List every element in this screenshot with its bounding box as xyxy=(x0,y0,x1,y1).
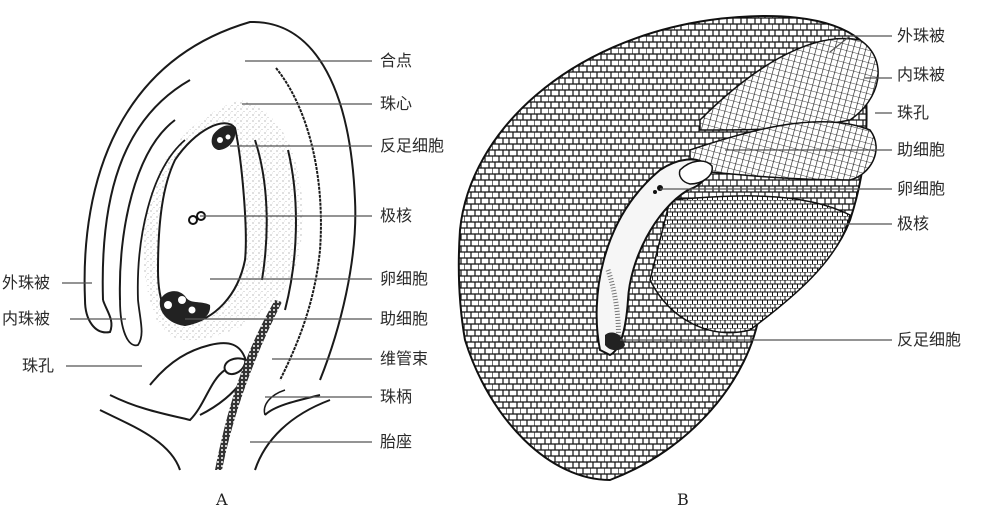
ovule-drawing-b xyxy=(457,15,892,482)
label-antipodal-cells-a: 反足细胞 xyxy=(380,136,445,155)
label-antipodal-cells-b: 反足细胞 xyxy=(897,330,962,349)
panel-letter-b: B xyxy=(677,490,689,509)
label-funiculus-a: 珠柄 xyxy=(380,387,413,406)
label-micropyle-a: 珠孔 xyxy=(22,356,55,375)
label-outer-integument-a: 外珠被 xyxy=(2,273,51,292)
ovule-drawing-a xyxy=(62,20,372,471)
label-nucellus-a: 珠心 xyxy=(380,94,413,113)
label-polar-nuclei-b: 极核 xyxy=(897,214,930,233)
label-egg-cell-a: 卵细胞 xyxy=(380,269,429,288)
label-synergids-b: 助细胞 xyxy=(897,140,946,159)
label-micropyle-b: 珠孔 xyxy=(897,103,930,122)
label-polar-nuclei-a: 极核 xyxy=(380,206,413,225)
label-inner-integument-a: 内珠被 xyxy=(2,309,51,328)
label-egg-cell-b: 卵细胞 xyxy=(897,179,946,198)
label-outer-integument-b: 外珠被 xyxy=(897,26,946,45)
panel-a-ovule-section: 合点 珠心 反足细胞 极核 卵细胞 助细胞 维管束 珠柄 胎座 外珠被 内珠被 … xyxy=(2,20,445,509)
label-synergids-a: 助细胞 xyxy=(380,309,429,328)
panel-letter-a: A xyxy=(216,490,228,509)
label-chalaza-a: 合点 xyxy=(380,51,413,70)
label-vascular-bundle-a: 维管束 xyxy=(380,349,429,368)
label-placenta-a: 胎座 xyxy=(380,432,413,451)
label-inner-integument-b: 内珠被 xyxy=(897,65,946,84)
panel-b-cellular-section: 外珠被 内珠被 珠孔 助细胞 卵细胞 极核 反足细胞 B xyxy=(450,0,1000,520)
